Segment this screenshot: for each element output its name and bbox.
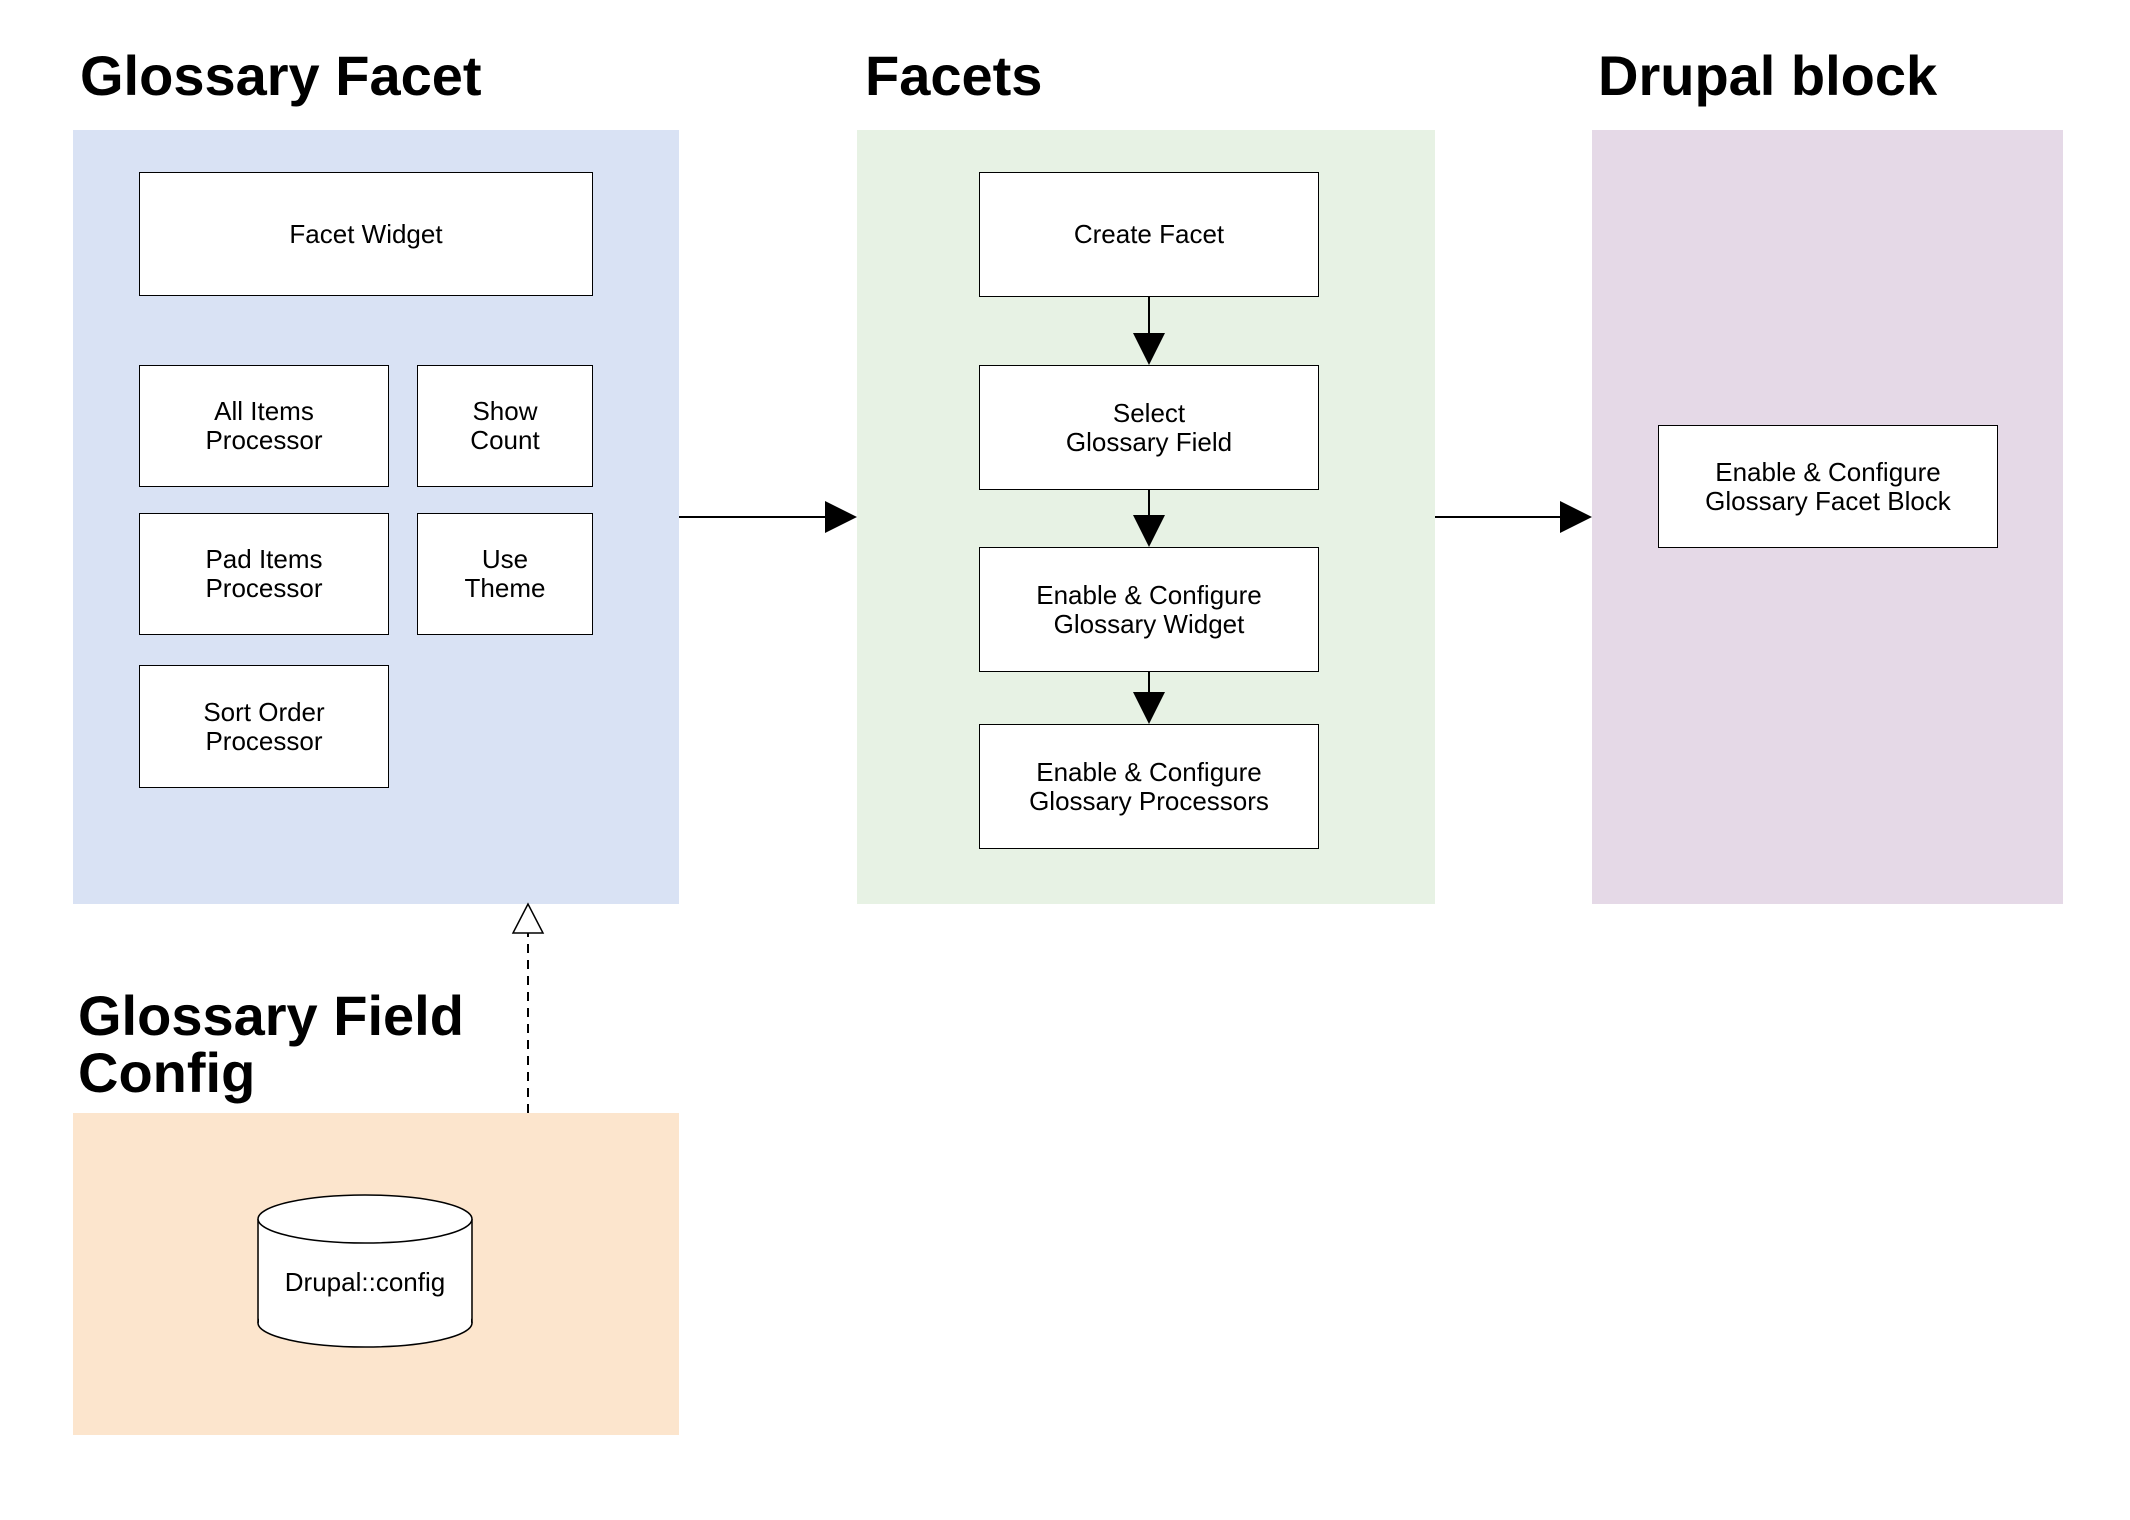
configure-glossary-widget-label-line2: Glossary Widget xyxy=(1053,608,1245,639)
facet-widget-label: Facet Widget xyxy=(289,218,443,249)
sort-order-processor-label-line2: Processor xyxy=(205,725,323,756)
section-title-drupal-block: Drupal block xyxy=(1598,44,1938,107)
configure-glossary-widget-label-line1: Enable & Configure xyxy=(1036,579,1262,610)
use-theme-label-line2: Theme xyxy=(464,573,546,603)
configure-glossary-processors-label-line2: Glossary Processors xyxy=(1029,785,1269,816)
glossary-facet-block-label-line2: Glossary Facet Block xyxy=(1705,485,1951,516)
section-title-glossary-facet: Glossary Facet xyxy=(80,44,482,107)
glossary-facet-block-label-line1: Enable & Configure xyxy=(1715,456,1941,487)
glossary-facet-block-box: Enable & Configure Glossary Facet Block xyxy=(1658,425,1998,548)
arrow-glossary-facet-to-facets-head xyxy=(825,501,857,533)
show-count-box: Show Count xyxy=(417,365,593,487)
sort-order-processor-label-line1: Sort Order xyxy=(203,696,325,727)
use-theme-label-line1: Use xyxy=(481,544,529,574)
section-title-glossary-field-config: Glossary Field Config xyxy=(78,987,464,1101)
pad-items-processor-box: Pad Items Processor xyxy=(139,513,389,635)
arrow-facets-to-drupal-block-head xyxy=(1560,501,1592,533)
show-count-label-line1: Show xyxy=(472,396,538,426)
section-title-facets: Facets xyxy=(865,44,1043,107)
create-facet-box: Create Facet xyxy=(979,172,1319,297)
select-glossary-field-label-line2: Glossary Field xyxy=(1065,426,1233,457)
all-items-processor-label-line1: All Items xyxy=(214,396,314,426)
use-theme-box: Use Theme xyxy=(417,513,593,635)
hollow-triangle-head xyxy=(511,902,545,934)
sort-order-processor-box: Sort Order Processor xyxy=(139,665,389,788)
all-items-processor-label-line2: Processor xyxy=(205,425,323,455)
show-count-label-line2: Count xyxy=(470,425,540,455)
drupal-config-label: Drupal::config xyxy=(284,1266,446,1297)
pad-items-processor-label-line2: Processor xyxy=(205,573,323,603)
create-facet-label: Create Facet xyxy=(1073,219,1225,249)
configure-glossary-processors-box: Enable & Configure Glossary Processors xyxy=(979,724,1319,849)
facet-widget-box: Facet Widget xyxy=(139,172,593,296)
all-items-processor-box: All Items Processor xyxy=(139,365,389,487)
section-title-glossary-field-config-line1: Glossary Field xyxy=(78,984,464,1047)
select-glossary-field-box: Select Glossary Field xyxy=(979,365,1319,490)
configure-glossary-processors-label-line1: Enable & Configure xyxy=(1036,756,1262,787)
section-title-glossary-field-config-line2: Config xyxy=(78,1041,256,1104)
select-glossary-field-label-line1: Select xyxy=(1112,397,1186,428)
pad-items-processor-label-line1: Pad Items xyxy=(205,544,323,574)
configure-glossary-widget-box: Enable & Configure Glossary Widget xyxy=(979,547,1319,672)
